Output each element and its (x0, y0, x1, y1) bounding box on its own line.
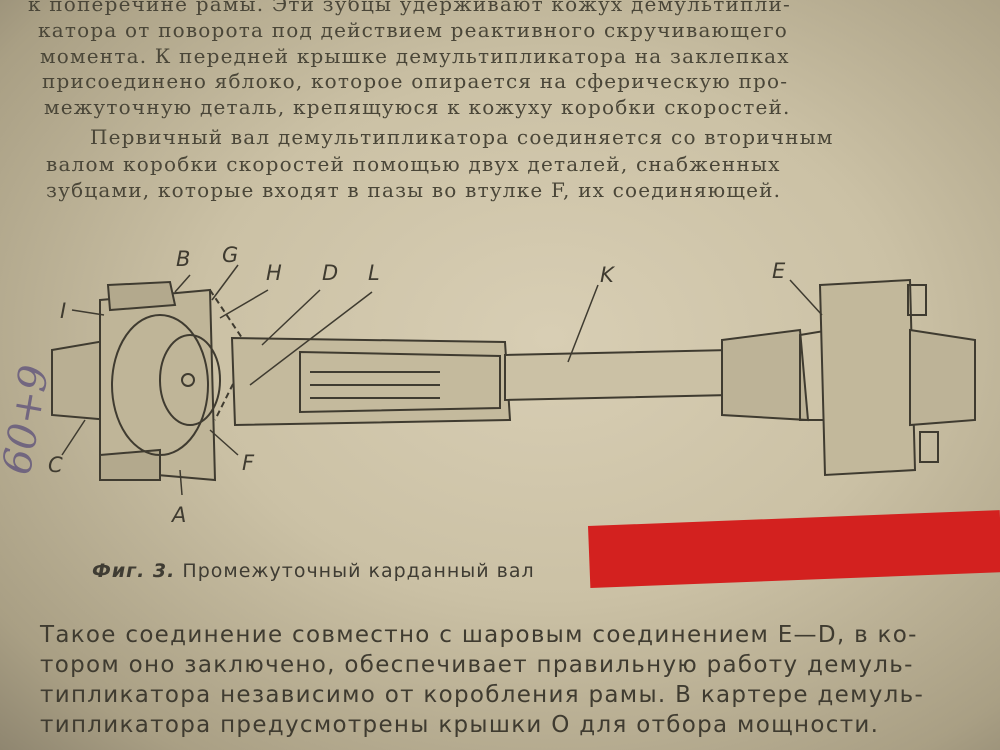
text-line: зубцами, которые входят в пазы во втулке… (46, 178, 782, 202)
text-line: к поперечине рамы. Эти зубцы удерживают … (28, 0, 791, 16)
text-line: типликатора предусмотрены крышки О для о… (40, 712, 880, 738)
text-line: тором оно заключено, обеспечивает правил… (40, 652, 914, 678)
figure-title: Промежуточный карданный вал (182, 560, 535, 582)
label-a: A (170, 503, 186, 527)
text-line: присоединено яблоко, которое опирается н… (42, 69, 789, 93)
text-line: катора от поворота под действием реактив… (38, 18, 789, 42)
text-line: валом коробки скоростей помощью двух дет… (46, 152, 781, 176)
text-line: Первичный вал демультипликатора соединяе… (90, 125, 834, 149)
label-d: D (322, 261, 338, 285)
label-i: I (60, 299, 66, 323)
figure-number: Фиг. 3. (92, 560, 176, 582)
label-h: H (266, 261, 282, 285)
text-line: Такое соединение совместно с шаровым сое… (40, 622, 918, 648)
label-b: B (176, 247, 190, 271)
label-c: C (48, 453, 63, 477)
label-k: K (600, 263, 616, 287)
label-f: F (242, 451, 255, 475)
text-line: межуточную деталь, крепящуюся к кожуху к… (44, 95, 791, 119)
label-e: E (772, 259, 786, 283)
figure-caption: Фиг. 3. Промежуточный карданный вал (92, 560, 535, 582)
text-line: момента. К передней крышке демультиплика… (40, 44, 790, 68)
text-line: типликатора независимо от коробления рам… (40, 682, 925, 708)
label-l: L (368, 261, 380, 285)
label-g: G (222, 243, 238, 267)
